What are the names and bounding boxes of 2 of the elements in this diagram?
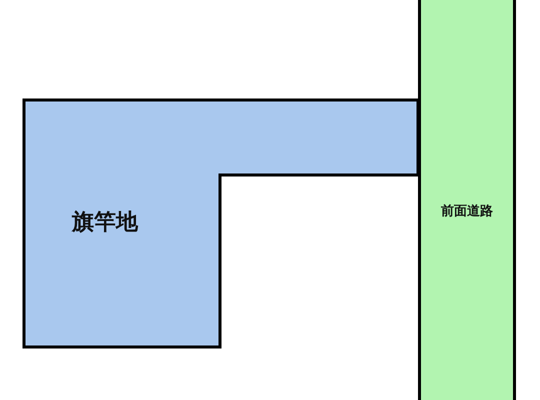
road-label: 前面道路 — [441, 203, 493, 220]
lot-label: 旗竿地 — [72, 209, 138, 237]
